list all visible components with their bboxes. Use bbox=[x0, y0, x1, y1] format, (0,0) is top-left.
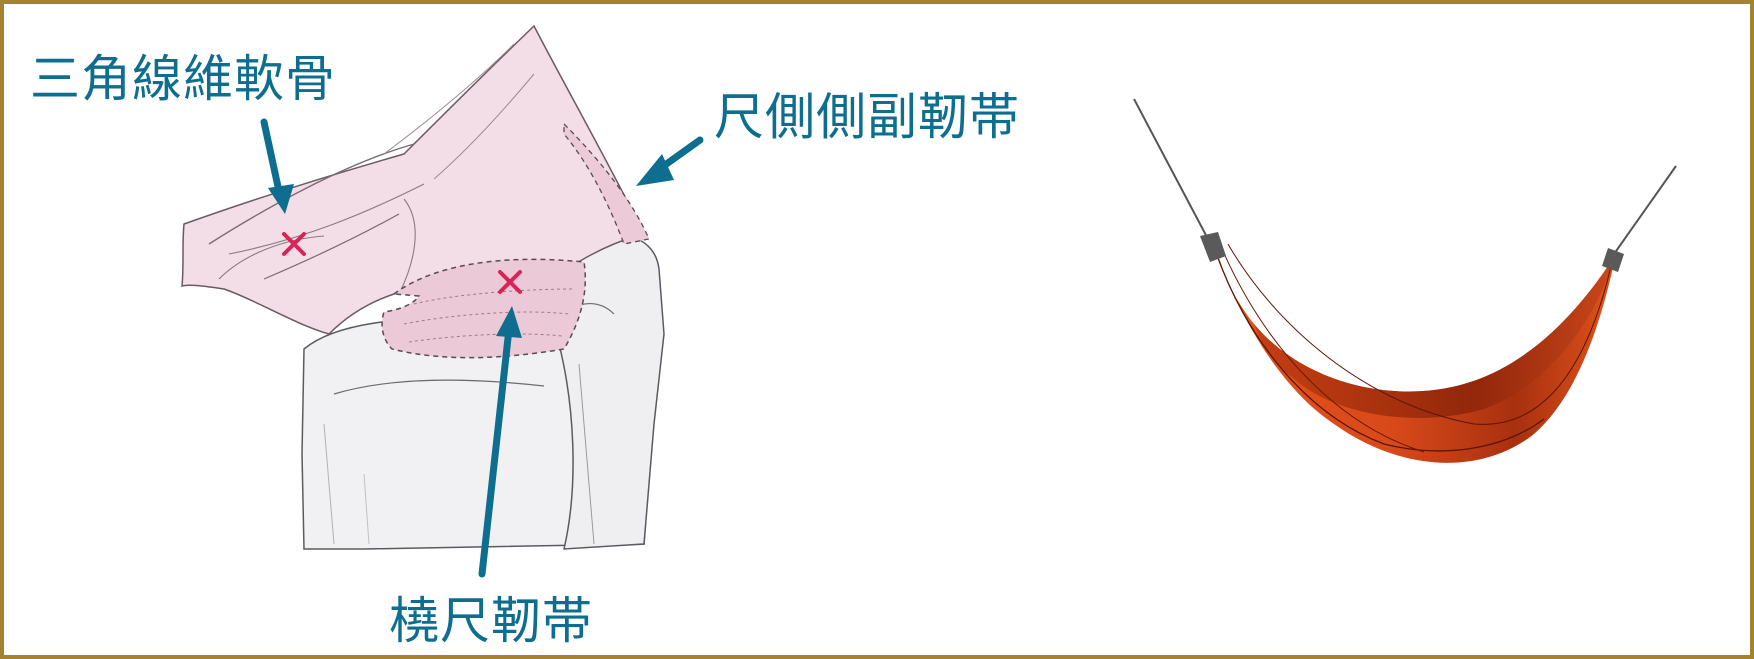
label-triangular-fibrocartilage: 三角線維軟骨 bbox=[30, 50, 336, 108]
illustration-canvas bbox=[181, 24, 1677, 578]
arrow-icon bbox=[478, 306, 522, 578]
arrow-icon bbox=[636, 136, 704, 186]
cross-mark-icon bbox=[498, 270, 522, 294]
hammock-illustration bbox=[1133, 98, 1677, 463]
arrow-icon bbox=[260, 118, 294, 214]
cross-mark-icon bbox=[282, 232, 306, 256]
label-ulnar-collateral-ligament: 尺側側副靭帯 bbox=[714, 88, 1020, 146]
wrist-anatomy-illustration bbox=[181, 24, 704, 578]
radioulnar-ligament-shape bbox=[381, 258, 587, 359]
hammock-end-cap bbox=[1602, 248, 1624, 272]
hammock-fabric bbox=[1212, 242, 1616, 463]
ulnar-collateral-ligament-shape bbox=[563, 122, 650, 245]
hammock-end-cap bbox=[1200, 232, 1226, 262]
label-radioulnar-ligament: 橈尺靭帯 bbox=[389, 592, 593, 650]
